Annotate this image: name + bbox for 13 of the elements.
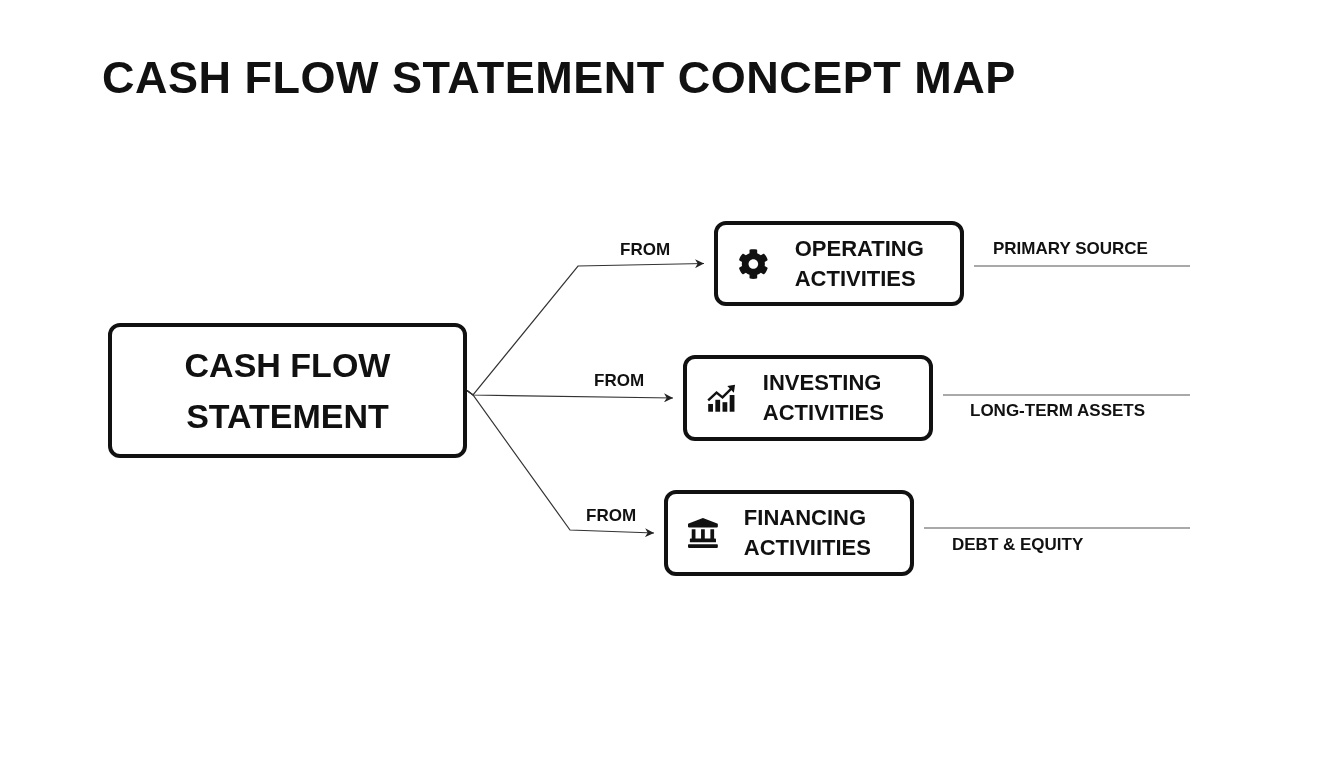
node-label: INVESTING ACTIVITIES [762,369,885,427]
category-box [664,490,914,576]
node-label: FINANCING ACTIVIITIES [743,504,872,562]
node-label: OPERATING ACTIVITIES [794,234,925,293]
category-box [683,355,933,441]
category-box [714,221,964,306]
description-text: PRIMARY SOURCE [993,239,1148,259]
description-text: LONG-TERM ASSETS [970,401,1146,421]
diagram-title: CASH FLOW STATEMENT CONCEPT MAP [102,52,1016,104]
arrow [466,389,655,538]
main-concept-box [108,323,467,458]
description-text: DEBT & EQUITY [952,535,1084,555]
node-label: CASH FLOW STATEMENT [183,344,392,437]
